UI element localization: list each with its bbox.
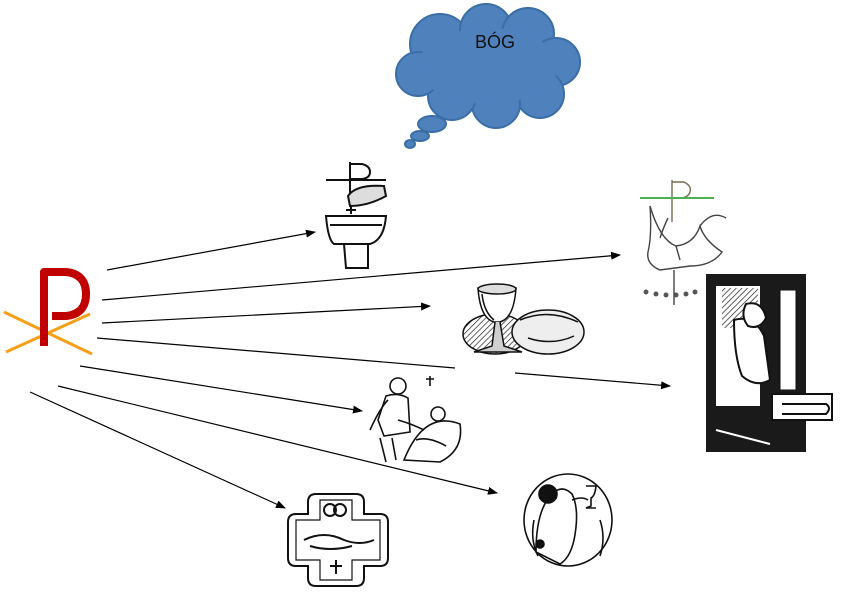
arrow-to-confirmation xyxy=(101,251,621,301)
arrow-to-matrimony xyxy=(29,391,286,509)
arrow-to-baptism xyxy=(106,229,316,271)
arrow-to-penance xyxy=(96,337,456,369)
chi-rho-symbol xyxy=(3,268,93,356)
priest-chalice-icon xyxy=(523,473,613,567)
wedding-rings-icon xyxy=(287,493,389,587)
arrow-to-anointing xyxy=(79,365,363,414)
cloud-label: BÓG xyxy=(474,32,515,52)
confirmation-dove-icon xyxy=(640,180,727,305)
thought-bubble-large xyxy=(417,115,447,133)
arrow-to-eucharist xyxy=(101,302,431,324)
thought-bubble-small xyxy=(404,139,416,149)
thought-bubble-medium xyxy=(410,130,430,142)
chalice-bread-icon xyxy=(462,283,585,355)
anointing-sick-icon xyxy=(369,376,462,463)
arrows xyxy=(29,229,671,509)
baptism-font-icon xyxy=(324,162,388,269)
confessional-icon xyxy=(706,274,833,452)
god-thought-cloud xyxy=(395,3,581,149)
arrow-to-holy-orders xyxy=(57,385,498,495)
